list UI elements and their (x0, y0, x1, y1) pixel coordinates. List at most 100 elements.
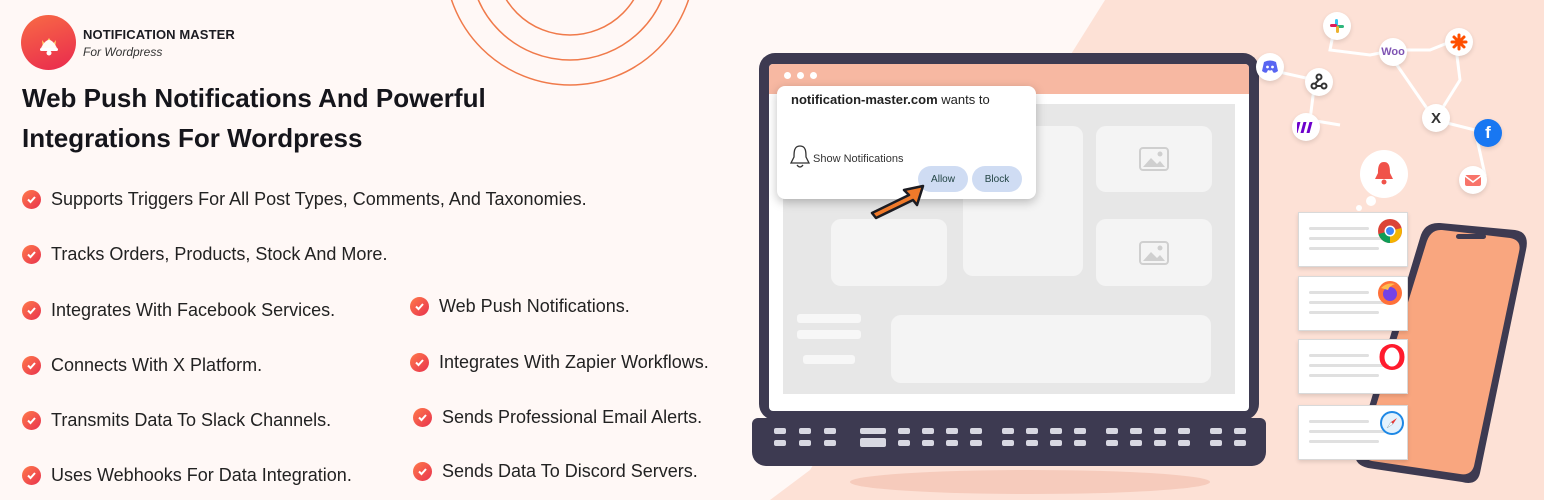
feature-text: Supports Triggers For All Post Types, Co… (51, 189, 587, 209)
popup-site: notification-master.com (791, 92, 938, 107)
feature-item: Web Push Notifications. (410, 296, 630, 317)
feature-text: Uses Webhooks For Data Integration. (51, 465, 352, 485)
feature-text: Integrates With Zapier Workflows. (439, 352, 709, 372)
page-title: Web Push Notifications And Powerful Inte… (22, 78, 622, 158)
key (946, 428, 958, 434)
key (1154, 440, 1166, 446)
key (1154, 428, 1166, 434)
make-icon (1292, 113, 1320, 141)
brand-name: NOTIFICATION MASTER (83, 27, 235, 42)
facebook-icon: f (1474, 119, 1502, 147)
webhook-icon (1305, 68, 1333, 96)
laptop-shadow (850, 470, 1210, 494)
key (1234, 428, 1246, 434)
feature-item: Supports Triggers For All Post Types, Co… (22, 189, 587, 210)
integration-connectors (1269, 24, 1487, 187)
note-line (1309, 354, 1369, 357)
feature-text: Sends Professional Email Alerts. (442, 407, 703, 427)
slack-icon (1323, 12, 1351, 40)
feature-text: Tracks Orders, Products, Stock And More. (51, 244, 388, 264)
note-line (1309, 420, 1369, 423)
note-line (1309, 311, 1379, 314)
zapier-icon (1445, 28, 1473, 56)
key (1210, 428, 1222, 434)
bubble-dot (1366, 196, 1376, 206)
placeholder-line (803, 355, 855, 364)
feature-text: Sends Data To Discord Servers. (442, 461, 698, 481)
check-icon (410, 353, 429, 372)
notification-card (1298, 212, 1408, 267)
key (860, 438, 886, 447)
notification-card (1298, 276, 1408, 331)
bell-icon (39, 37, 58, 55)
key (799, 428, 811, 434)
key (1178, 428, 1190, 434)
key (1050, 440, 1062, 446)
notification-card (1298, 405, 1408, 460)
laptop-keyboard (752, 418, 1266, 466)
feature-item: Integrates With Zapier Workflows. (410, 352, 709, 373)
popup-message: notification-master.com wants to (791, 92, 1021, 108)
image-icon (1139, 240, 1169, 265)
key (774, 428, 786, 434)
check-icon (410, 297, 429, 316)
key (922, 428, 934, 434)
window-dot (784, 72, 791, 79)
key (1074, 428, 1086, 434)
notification-permission-popup: notification-master.com wants to Show No… (777, 86, 1036, 199)
note-line (1309, 374, 1379, 377)
bell-icon (1375, 162, 1393, 185)
placeholder-image (1096, 219, 1212, 286)
key (1002, 440, 1014, 446)
key (1234, 440, 1246, 446)
placeholder-image (1096, 126, 1212, 192)
brand-tagline: For Wordpress (83, 45, 163, 59)
check-icon (22, 190, 41, 209)
note-line (1309, 430, 1389, 433)
block-button[interactable]: Block (972, 166, 1022, 192)
headline-line-2: Integrations For Wordpress (22, 123, 363, 153)
key (1050, 428, 1062, 434)
key (1178, 440, 1190, 446)
placeholder-panel (891, 315, 1211, 383)
check-icon (22, 301, 41, 320)
window-dot (810, 72, 817, 79)
placeholder-card (831, 219, 947, 286)
key (1026, 428, 1038, 434)
notification-card (1298, 339, 1408, 394)
email-icon (1459, 166, 1487, 194)
feature-item: Uses Webhooks For Data Integration. (22, 465, 352, 486)
key (1130, 428, 1142, 434)
bubble-dot (1356, 205, 1362, 211)
key (1002, 428, 1014, 434)
bell-icon (789, 145, 811, 168)
key (898, 428, 910, 434)
key (1026, 440, 1038, 446)
feature-text: Integrates With Facebook Services. (51, 300, 336, 320)
placeholder-line (797, 330, 861, 339)
check-icon (413, 462, 432, 481)
note-line (1309, 227, 1369, 230)
note-line (1309, 440, 1379, 443)
headline-line-1: Web Push Notifications And Powerful (22, 83, 486, 113)
decorative-rings (450, 0, 690, 86)
note-line (1309, 364, 1389, 367)
feature-item: Tracks Orders, Products, Stock And More. (22, 244, 387, 265)
key (1210, 440, 1222, 446)
bell-bubble (1360, 150, 1408, 198)
key (824, 440, 836, 446)
feature-item: Sends Data To Discord Servers. (413, 461, 698, 482)
woo-icon: Woo (1379, 38, 1407, 66)
check-icon (22, 411, 41, 430)
feature-item: Connects With X Platform. (22, 355, 262, 376)
note-line (1309, 301, 1389, 304)
key (946, 440, 958, 446)
note-line (1309, 237, 1389, 240)
allow-button[interactable]: Allow (918, 166, 968, 192)
x-icon: X (1422, 104, 1450, 132)
key (970, 428, 982, 434)
feature-text: Web Push Notifications. (439, 296, 630, 316)
key (860, 428, 886, 434)
key (1074, 440, 1086, 446)
check-icon (413, 408, 432, 427)
